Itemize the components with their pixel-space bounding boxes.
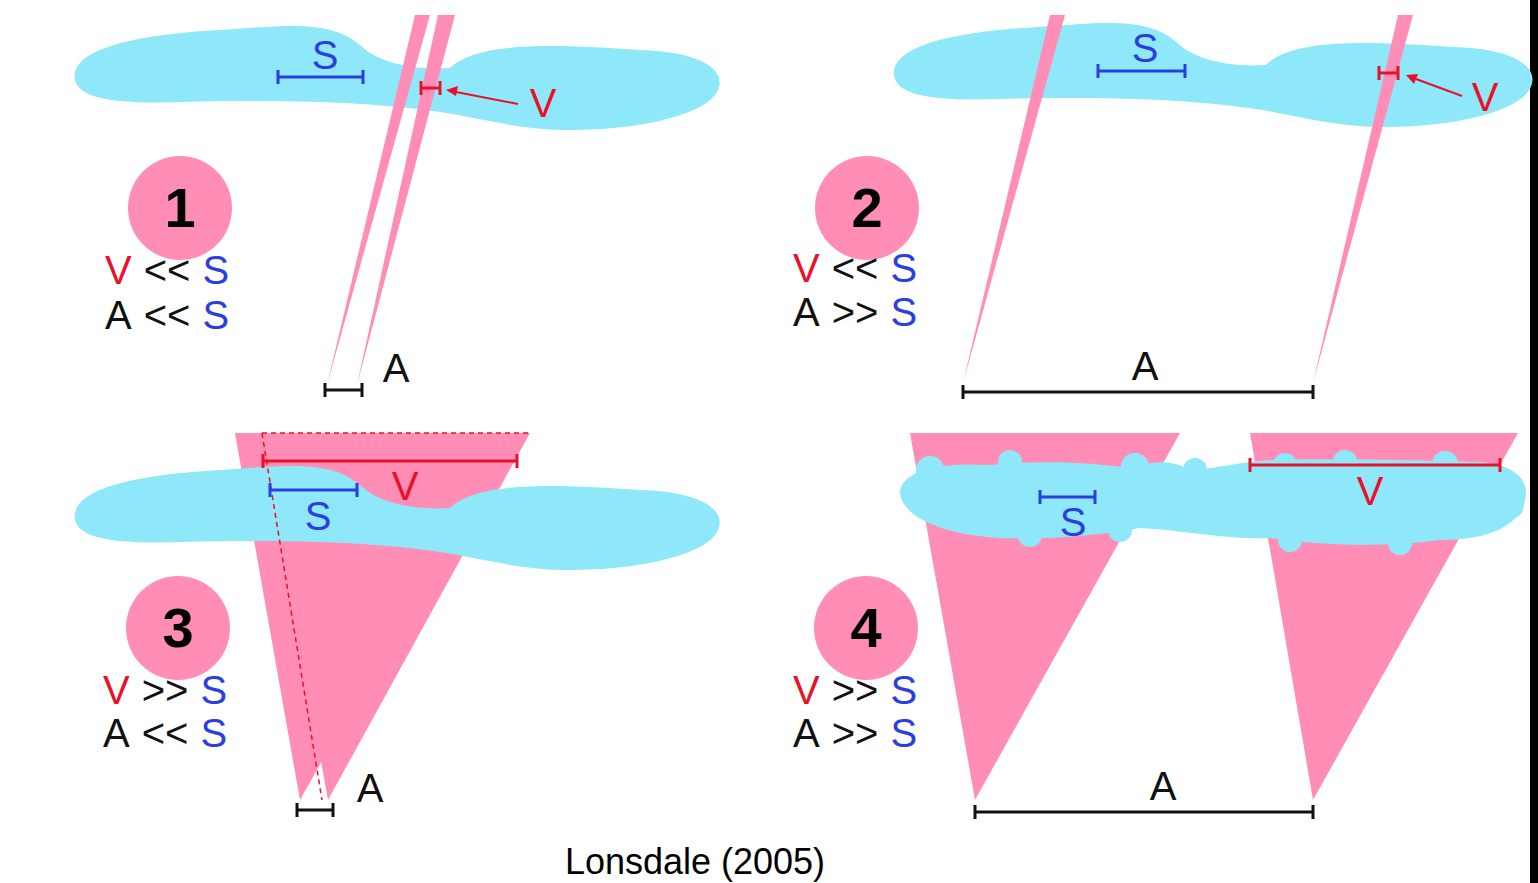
panel-number-circle: 1 — [128, 156, 232, 260]
shift-outline — [262, 433, 530, 800]
source-caption: Lonsdale (2005) — [565, 844, 825, 880]
s-label: S — [890, 713, 917, 753]
a-label: A — [357, 768, 384, 808]
a-label: A — [103, 713, 130, 753]
comparison-row: V >> S — [793, 670, 929, 710]
cell-blob — [894, 23, 1533, 127]
comparison-row: V << S — [105, 250, 241, 290]
s-label: S — [202, 295, 229, 335]
s-label: S — [1060, 502, 1087, 542]
relation-sign: << — [142, 713, 189, 753]
v-label: V — [530, 83, 557, 123]
leader-arrow — [446, 86, 518, 104]
s-bracket — [270, 483, 357, 497]
frame-edge — [1530, 0, 1538, 883]
a-label: A — [1150, 766, 1177, 806]
s-label: S — [1132, 28, 1159, 68]
v-label: V — [1472, 77, 1499, 117]
s-label: S — [890, 248, 917, 288]
comparison-row: A >> S — [793, 292, 929, 332]
beam-overlap — [370, 454, 480, 486]
panel-number-circle: 2 — [815, 156, 919, 260]
panel-number-circle: 4 — [814, 576, 918, 680]
v-bracket — [1250, 458, 1500, 472]
s-label: S — [305, 496, 332, 536]
a-bracket — [975, 805, 1313, 819]
relation-sign: >> — [832, 670, 879, 710]
panel-number-circle: 3 — [126, 576, 230, 680]
panel-number: 1 — [164, 180, 195, 236]
a-label: A — [105, 295, 132, 335]
s-label: S — [890, 670, 917, 710]
a-label: A — [793, 292, 820, 332]
v-bracket — [421, 81, 440, 95]
v-label: V — [793, 670, 820, 710]
v-label: V — [103, 670, 130, 710]
v-bracket — [1379, 66, 1398, 80]
beam-wedge — [963, 15, 1065, 383]
a-label: A — [383, 348, 410, 388]
leader-arrow — [1406, 74, 1462, 96]
a-bracket — [297, 803, 333, 817]
a-bracket — [325, 383, 362, 397]
panel-number: 3 — [162, 600, 193, 656]
comparison-row: V >> S — [103, 670, 239, 710]
v-label: V — [1357, 471, 1384, 511]
s-label: S — [202, 250, 229, 290]
relation-sign: << — [144, 250, 191, 290]
beam-wedge — [357, 15, 455, 385]
comparison-row: A << S — [105, 295, 241, 335]
relation-sign: >> — [832, 713, 879, 753]
comparison-row: V << S — [793, 248, 929, 288]
comparison-row: A << S — [103, 713, 239, 753]
panel-number: 4 — [850, 600, 881, 656]
s-label: S — [890, 292, 917, 332]
s-label: S — [200, 670, 227, 710]
beam-wedge — [327, 15, 430, 385]
a-label: A — [1132, 346, 1159, 386]
panel-number: 2 — [851, 180, 882, 236]
v-bracket — [263, 454, 517, 468]
comparison-row: A >> S — [793, 713, 929, 753]
a-bracket — [963, 385, 1313, 399]
relation-sign: << — [144, 295, 191, 335]
a-label: A — [793, 713, 820, 753]
relation-sign: >> — [832, 292, 879, 332]
s-label: S — [312, 35, 339, 75]
v-label: V — [105, 250, 132, 290]
s-label: S — [200, 713, 227, 753]
beam-wedge — [1313, 15, 1413, 383]
v-label: V — [392, 466, 419, 506]
relation-sign: << — [832, 248, 879, 288]
relation-sign: >> — [142, 670, 189, 710]
cell-blob — [75, 466, 720, 570]
v-label: V — [793, 248, 820, 288]
cell-blob — [900, 450, 1526, 555]
